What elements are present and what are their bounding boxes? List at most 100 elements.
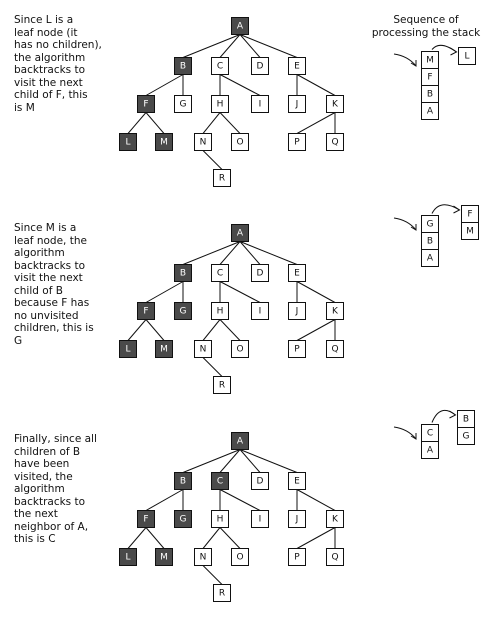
caption-line: child of B — [14, 284, 63, 297]
move-arrow-head — [453, 205, 461, 214]
stack-left-item: A — [421, 249, 439, 267]
push-arrow-head — [410, 433, 417, 440]
node-f-box — [137, 302, 155, 320]
node-i-box — [251, 95, 269, 113]
node-b: B — [174, 264, 192, 282]
node-o-box — [231, 548, 249, 566]
push-arrow-head — [410, 224, 417, 231]
edge-E-K — [296, 489, 336, 511]
node-j-box — [288, 510, 306, 528]
node-g-box — [174, 95, 192, 113]
node-o: O — [231, 548, 249, 566]
stack-title-line-1: Sequence of — [393, 14, 459, 26]
node-h-box — [211, 510, 229, 528]
stack-left-item-box — [421, 249, 439, 267]
move-arrow — [431, 44, 457, 53]
node-i-box — [251, 302, 269, 320]
node-e-box — [288, 264, 306, 282]
node-c-label: C — [217, 62, 223, 72]
stack-left-item-box — [421, 441, 439, 459]
node-l-label: L — [125, 553, 130, 563]
stack-left-item-label: C — [427, 429, 433, 439]
node-q-label: Q — [331, 345, 338, 355]
node-m: M — [155, 548, 173, 566]
push-arrow — [393, 217, 417, 231]
edge-H-N — [202, 527, 221, 549]
caption-line: leaf node, the — [14, 234, 87, 247]
node-a: A — [231, 224, 249, 242]
node-r-box — [213, 376, 231, 394]
node-f-label: F — [143, 515, 148, 525]
node-p: P — [288, 548, 306, 566]
node-a: A — [231, 17, 249, 35]
edge-E-K — [296, 74, 336, 96]
caption-line: visited, the — [14, 470, 73, 483]
node-g-label: G — [180, 515, 187, 525]
edge-A-B — [182, 34, 241, 58]
move-arrow-head — [449, 410, 457, 419]
node-g-label: G — [180, 307, 187, 317]
node-g-box — [174, 510, 192, 528]
node-l-label: L — [125, 345, 130, 355]
edge-K-P — [296, 112, 336, 134]
stack-right-item: B — [457, 410, 475, 428]
node-j-label: J — [295, 100, 299, 110]
edge-A-C — [219, 241, 241, 265]
node-h-label: H — [217, 100, 224, 110]
edge-B-F — [145, 489, 184, 511]
stack-right-item-label: M — [466, 227, 474, 237]
caption-line: Since M is a — [14, 222, 77, 234]
node-l: L — [119, 340, 137, 358]
caption-line: neighbor of A, — [14, 520, 89, 533]
node-e-label: E — [294, 269, 300, 279]
node-a-label: A — [237, 22, 244, 32]
edge-N-R — [202, 565, 223, 585]
move-arrow-head — [450, 47, 458, 56]
caption-line: leaf node (it — [14, 26, 78, 39]
node-n-box — [194, 340, 212, 358]
stack-right-item-label: G — [463, 432, 470, 442]
stack-right-item: M — [461, 222, 479, 240]
node-c-label: C — [217, 269, 223, 279]
edge-F-L — [127, 319, 147, 341]
edge-H-N — [202, 319, 221, 341]
node-m: M — [155, 133, 173, 151]
node-d-box — [251, 264, 269, 282]
caption-line: backtracks to — [14, 64, 86, 76]
node-d-label: D — [257, 269, 264, 279]
panel-3-caption: Finally, since all children of B have be… — [14, 433, 97, 546]
node-p: P — [288, 340, 306, 358]
edge-A-D — [239, 241, 261, 265]
node-j: J — [288, 302, 306, 320]
caption-line: children, this is — [14, 322, 94, 334]
node-b-label: B — [180, 477, 186, 487]
node-j-box — [288, 95, 306, 113]
stack-left-item-label: M — [426, 56, 434, 66]
node-d: D — [251, 472, 269, 490]
node-r-box — [213, 169, 231, 187]
node-q-box — [326, 340, 344, 358]
node-h: H — [211, 302, 229, 320]
node-k-box — [326, 510, 344, 528]
stack-left-item: B — [421, 232, 439, 250]
node-g: G — [174, 302, 192, 320]
node-i: I — [251, 95, 269, 113]
node-i-label: I — [259, 307, 262, 317]
panel-2-caption: Since M is a leaf node, the algorithm ba… — [14, 222, 94, 347]
node-a-box — [231, 432, 249, 450]
edge-E-K — [296, 281, 336, 303]
node-f-box — [137, 95, 155, 113]
node-e-box — [288, 57, 306, 75]
edge-N-R — [202, 150, 223, 170]
caption-line: because F has — [14, 297, 90, 309]
edge-A-E — [239, 449, 298, 473]
node-p-box — [288, 133, 306, 151]
node-h: H — [211, 95, 229, 113]
caption-line: algorithm — [14, 247, 65, 259]
edge-F-M — [145, 527, 165, 549]
node-c: C — [211, 57, 229, 75]
node-l: L — [119, 548, 137, 566]
node-r-label: R — [219, 589, 225, 599]
caption-line: has no children), — [14, 39, 102, 51]
